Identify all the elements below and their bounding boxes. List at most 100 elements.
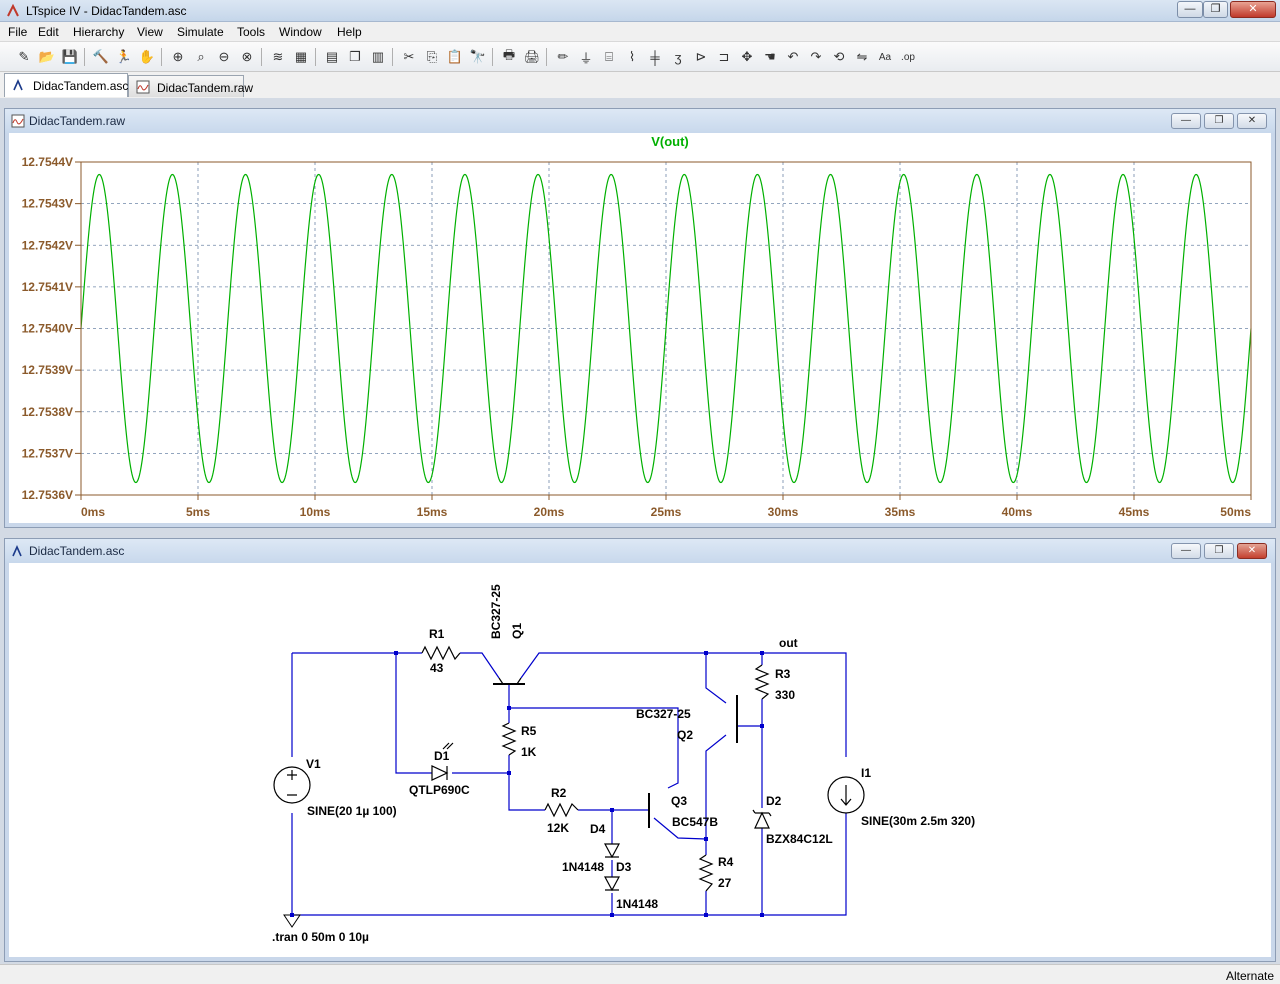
cascade-icon[interactable]: ❐ — [349, 49, 361, 64]
y-tick-label: 12.7540V — [22, 322, 73, 336]
wire-icon[interactable]: ✏ — [557, 49, 569, 64]
save-icon[interactable]: 💾 — [61, 49, 79, 64]
y-tick-label: 12.7538V — [22, 405, 73, 419]
x-tick-label: 40ms — [1002, 505, 1033, 519]
y-tick-label: 12.7541V — [22, 280, 73, 294]
r2-value: 12K — [547, 821, 569, 835]
control-panel-icon[interactable]: 🔨 — [92, 49, 110, 64]
schematic-minimize-button[interactable]: — — [1171, 543, 1201, 559]
menu-window[interactable]: Window — [279, 25, 322, 39]
toolbar-separator — [315, 48, 316, 66]
trace-name-label[interactable]: V(out) — [651, 134, 689, 149]
tile-horizontal-icon[interactable]: ▤ — [325, 49, 339, 64]
toolbar-separator — [161, 48, 162, 66]
open-icon[interactable]: 📂 — [38, 49, 56, 64]
undo-icon[interactable]: ↶ — [787, 49, 799, 64]
run-icon[interactable]: 🏃 — [115, 49, 133, 64]
toolbar-separator — [261, 48, 262, 66]
r3-symbol — [754, 664, 770, 700]
r3-name: R3 — [775, 667, 791, 681]
menu-file[interactable]: File — [8, 25, 28, 39]
schematic-close-button[interactable]: ✕ — [1237, 543, 1267, 559]
x-tick-label: 15ms — [417, 505, 448, 519]
x-tick-label: 20ms — [534, 505, 565, 519]
x-tick-label: 10ms — [300, 505, 331, 519]
find-icon[interactable]: 🔭 — [469, 49, 487, 64]
transistors — [493, 677, 738, 828]
waveform-restore-button[interactable]: ❐ — [1204, 113, 1234, 129]
menu-hierarchy[interactable]: Hierarchy — [73, 25, 125, 39]
spice-directive-icon[interactable]: .op — [901, 51, 915, 63]
drag-icon[interactable]: ☚ — [764, 49, 776, 64]
component-labels: R1 43 BC327-25 Q1 out R3 330 R5 1K BC327… — [272, 584, 975, 944]
move-icon[interactable]: ✥ — [741, 49, 753, 64]
schematic-restore-button[interactable]: ❐ — [1204, 543, 1234, 559]
sources — [273, 766, 865, 814]
maximize-button[interactable]: ❐ — [1203, 1, 1228, 18]
tab-schematic[interactable]: DidacTandem.asc — [4, 73, 128, 97]
y-tick-label: 12.7544V — [22, 155, 73, 169]
schematic-canvas[interactable]: R1 43 BC327-25 Q1 out R3 330 R5 1K BC327… — [9, 563, 1271, 957]
toolbar-separator — [546, 48, 547, 66]
ground-icon[interactable]: ⏚ — [579, 50, 593, 66]
autorange-icon[interactable]: ≋ — [272, 49, 284, 64]
resistor-icon[interactable]: ⌇ — [628, 49, 636, 64]
v1-symbol — [273, 766, 311, 804]
y-axis-tick-labels: 12.7544V12.7543V12.7542V12.7541V12.7540V… — [22, 155, 81, 502]
inductor-icon[interactable]: ʒ — [674, 49, 682, 65]
r4-symbol — [698, 854, 714, 892]
tab-waveform[interactable]: DidacTandem.raw — [128, 75, 253, 97]
zoom-full-icon[interactable]: ⌕ — [197, 49, 205, 64]
paste-icon[interactable]: 📋 — [446, 49, 464, 64]
minimize-button[interactable]: — — [1177, 1, 1203, 18]
close-button[interactable]: ✕ — [1230, 1, 1276, 18]
rotate-icon[interactable]: ⟲ — [833, 49, 845, 64]
y-tick-label: 12.7539V — [22, 363, 73, 377]
cut-icon[interactable]: ✂ — [403, 49, 415, 64]
halt-icon[interactable]: ✋ — [138, 49, 156, 64]
x-tick-label: 35ms — [885, 505, 916, 519]
y-tick-label: 12.7537V — [22, 446, 73, 460]
tile-windows-icon[interactable]: ▥ — [371, 49, 385, 64]
schematic-drawing: R1 43 BC327-25 Q1 out R3 330 R5 1K BC327… — [272, 584, 975, 944]
schematic-icon — [13, 79, 23, 91]
toolbar-separator — [392, 48, 393, 66]
r2-symbol — [544, 802, 579, 818]
text-icon[interactable]: Aa — [878, 51, 892, 63]
d3-model: 1N4148 — [616, 897, 658, 911]
diode-icon[interactable]: ⊳ — [695, 49, 707, 64]
print-preview-icon[interactable]: 🖶 — [502, 47, 516, 62]
mirror-icon[interactable]: ⇋ — [856, 49, 868, 64]
grid-icon[interactable]: ▦ — [294, 49, 308, 64]
r5-value: 1K — [521, 745, 537, 759]
waveform-window-titlebar: DidacTandem.raw — ❐ ✕ — [5, 109, 1275, 133]
waveform-close-button[interactable]: ✕ — [1237, 113, 1267, 129]
menu-help[interactable]: Help — [337, 25, 362, 39]
resistors — [421, 645, 770, 892]
label-icon[interactable]: ⌸ — [605, 49, 613, 64]
menu-simulate[interactable]: Simulate — [177, 25, 224, 39]
window-title: LTspice IV - DidacTandem.asc — [26, 4, 187, 18]
menu-bar: File Edit Hierarchy View Simulate Tools … — [0, 22, 1280, 42]
menu-edit[interactable]: Edit — [38, 25, 59, 39]
capacitor-icon[interactable]: ╪ — [650, 49, 660, 65]
menu-tools[interactable]: Tools — [237, 25, 266, 39]
print-icon[interactable]: 🖨 — [523, 49, 541, 64]
component-icon[interactable]: ⊐ — [718, 49, 730, 64]
redo-icon[interactable]: ↷ — [810, 49, 822, 64]
copy-icon[interactable]: ⎘ — [426, 49, 438, 64]
zoom-cancel-icon[interactable]: ⊗ — [241, 49, 253, 64]
waveform-icon — [136, 80, 150, 94]
d4-model: 1N4148 — [562, 860, 604, 874]
waveform-icon — [11, 114, 25, 128]
ltspice-logo-icon — [7, 4, 19, 17]
q1-name: Q1 — [510, 623, 524, 639]
d3-name: D3 — [616, 860, 632, 874]
zoom-out-icon[interactable]: ⊖ — [218, 49, 230, 64]
waveform-minimize-button[interactable]: — — [1171, 113, 1201, 129]
q1-model: BC327-25 — [489, 584, 503, 639]
menu-view[interactable]: View — [137, 25, 163, 39]
zoom-in-icon[interactable]: ⊕ — [172, 49, 184, 64]
new-schematic-icon[interactable]: ✎ — [18, 49, 30, 64]
